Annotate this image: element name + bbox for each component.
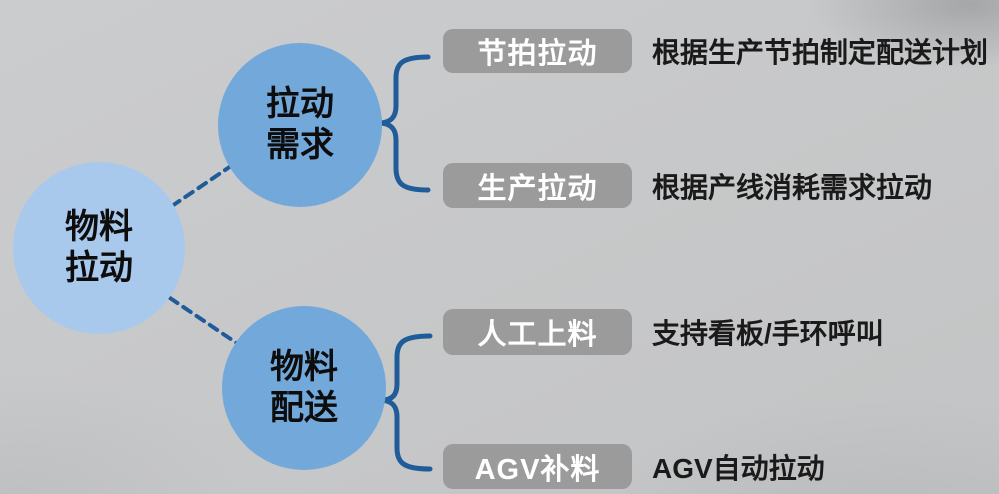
branch-node-material-delivery: 物料 配送: [222, 306, 386, 470]
dashed-connector-upper: [170, 164, 233, 208]
branch-pull-demand-label-line1: 拉动: [266, 84, 334, 123]
root-node-label-line2: 拉动: [65, 249, 133, 287]
desc-manual-loading: 支持看板/手环呼叫: [652, 318, 884, 349]
tag-pill-agv-replenishment: AGV补料: [443, 444, 632, 489]
desc-takt-pull: 根据生产节拍制定配送计划: [652, 37, 989, 68]
branch-material-delivery-label-line1: 物料: [270, 347, 338, 386]
root-node-label-line1: 物料: [65, 207, 133, 246]
root-node-material-pull: 物料 拉动: [13, 162, 185, 334]
tag-pill-manual-loading: 人工上料: [443, 309, 632, 355]
tag-pill-takt-pull: 节拍拉动: [443, 29, 632, 73]
desc-agv-replenishment: AGV自动拉动: [652, 452, 825, 484]
dashed-connector-lower: [168, 296, 243, 348]
desc-production-pull: 根据产线消耗需求拉动: [652, 171, 933, 203]
tag-pill-production-pull: 生产拉动: [443, 163, 632, 208]
branch-pull-demand-label-line2: 需求: [266, 126, 334, 164]
brace-lower-icon: [381, 333, 433, 472]
branch-material-delivery-label-line2: 配送: [270, 389, 338, 427]
brace-upper-icon: [380, 54, 431, 193]
branch-node-pull-demand: 拉动 需求: [218, 43, 382, 207]
